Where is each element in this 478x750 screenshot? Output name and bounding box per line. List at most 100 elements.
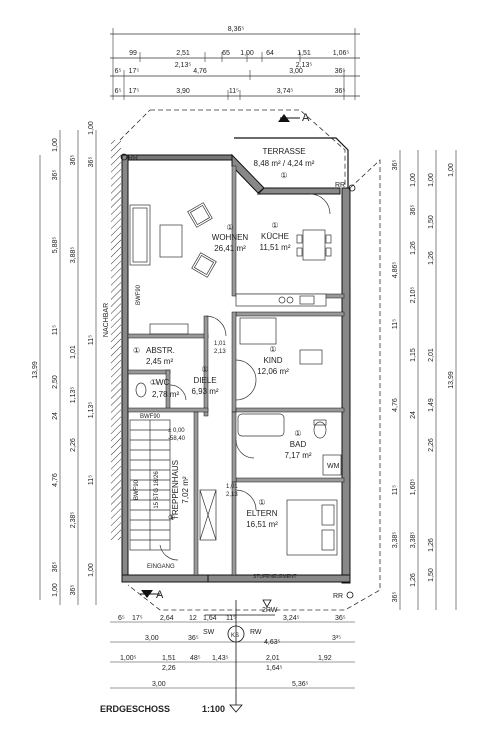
door-type-label: BWF90: [140, 414, 161, 420]
dim-top: 64: [266, 50, 274, 57]
dim-left-total: 13,99: [32, 361, 39, 379]
room-number: ①: [280, 171, 287, 180]
left-dimensions: [39, 130, 97, 605]
dim-right: 1,15: [410, 348, 417, 362]
dim-left: 36⁵: [52, 170, 59, 181]
dim-bottom: 1,92: [318, 655, 332, 662]
dim-right: 36⁵: [392, 592, 399, 603]
shelf-icon: [149, 323, 189, 335]
door-swing: [235, 359, 257, 401]
room-area: 2,78 m²: [152, 390, 179, 399]
dim-top: 17⁵: [129, 68, 140, 75]
room-number: ①: [258, 498, 265, 507]
dim-right: 1,49: [428, 398, 435, 412]
dim-left: 1,00: [88, 563, 95, 577]
dim-bottom: 1,51: [162, 655, 176, 662]
rw2-label: 2RW: [262, 607, 278, 614]
bed-icon: [239, 317, 277, 345]
room-name: ABSTR.: [146, 346, 175, 355]
dim-right-total: 13,99: [448, 371, 455, 389]
room-area: 12,06 m²: [257, 367, 289, 376]
dim-bottom: 1,64: [203, 615, 217, 622]
sofa-icon: [129, 204, 151, 266]
dim-right: 36⁵: [410, 205, 417, 216]
armchair-icon: [187, 202, 213, 228]
staircase-icon: [129, 419, 171, 551]
dim-right: 1,26: [428, 251, 435, 265]
room-area: 7,02 m²: [181, 476, 190, 503]
dim-bottom: 2,64: [160, 615, 174, 622]
dim-right: 24: [410, 411, 417, 419]
toilet-icon: [135, 382, 147, 398]
dim-left: 4,76: [52, 473, 59, 487]
room-eltern: ① ELTERN 16,51 m²: [246, 498, 278, 529]
dim-top: 99: [129, 50, 137, 57]
dim-top: 3,74⁵: [277, 88, 294, 95]
room-number: ①: [201, 365, 208, 374]
room-number: ①: [226, 223, 233, 232]
kitchen-counter-icon: [235, 293, 327, 307]
dim-bottom: 11⁵: [226, 615, 236, 622]
room-abstr: ① ABSTR. 2,45 m²: [133, 346, 175, 366]
room-number: ①: [133, 346, 140, 355]
room-name: DIELE: [193, 376, 216, 385]
dim-left: 24: [52, 412, 59, 420]
dim-top: 3,90: [176, 88, 190, 95]
room-name: TREPPENHAUS: [171, 460, 180, 520]
dim-left: 2,38⁵: [70, 512, 77, 529]
dim-top: 65: [222, 50, 230, 57]
level-label: ± 0,00: [168, 428, 185, 434]
level-label: -58,40: [168, 436, 186, 442]
section-marker-bottom: [140, 590, 160, 598]
dim-right: 4,86⁵: [392, 262, 399, 279]
dim-bottom: 5,36⁵: [292, 681, 309, 688]
armchair-icon: [191, 252, 217, 278]
bottom-dimensions: [110, 621, 355, 689]
section-label-bottom: A: [156, 589, 164, 601]
rr-label: RR: [335, 182, 345, 189]
door-swing: [309, 193, 331, 215]
room-terrasse: TERRASSE 8,48 m² / 4,24 m² ①: [254, 147, 315, 180]
double-bed-icon: [286, 499, 338, 556]
dim-bottom: 3,00: [152, 681, 166, 688]
dim-left: 1,13⁵: [70, 387, 77, 404]
dim-top: 2,13⁵: [296, 62, 313, 69]
entrance-label: EINGANG: [147, 564, 175, 570]
neighbor-wall: [111, 140, 121, 540]
dim-left: 36⁵: [70, 155, 77, 166]
dim-left: 1,00: [88, 121, 95, 135]
door-swing: [169, 384, 187, 401]
dim-right: 3,38⁵: [410, 532, 417, 549]
room-number: ①: [271, 221, 278, 230]
room-bad: ① BAD 7,17 m²: [284, 429, 311, 460]
room-area: 16,51 m²: [246, 520, 278, 529]
washing-machine-icon: [322, 454, 342, 476]
top-dimensions: [110, 28, 360, 100]
room-number: ①: [168, 513, 175, 522]
dim-bottom: 48⁵: [190, 655, 201, 662]
door-swing: [235, 439, 255, 459]
terrace-rail: [234, 137, 349, 188]
coffee-table-icon: [159, 224, 183, 258]
rain-pipe-icon: [120, 153, 128, 161]
room-area: 6,93 m²: [191, 387, 218, 396]
room-name: WC: [156, 378, 170, 387]
section-marker-top: [278, 114, 300, 122]
door-dim: 2,13: [226, 492, 238, 498]
door-swing: [235, 489, 257, 511]
stair-steps-label: 15 STG 18/26: [154, 471, 160, 509]
dim-top-total: 8,36⁵: [228, 26, 245, 33]
neighbor-label: NACHBAR: [103, 303, 110, 337]
room-area: 8,48 m² / 4,24 m²: [254, 159, 315, 168]
dim-top: 2,13⁵: [175, 62, 192, 69]
door-swing: [159, 544, 179, 561]
door-type-label: BWF90: [134, 479, 140, 500]
door-dim: 2,13: [214, 349, 226, 355]
dim-right: 2,01: [428, 348, 435, 362]
dim-bottom: 3³⁵: [332, 635, 341, 642]
terrace-outline: [119, 109, 381, 611]
plan-title: ERDGESCHOSS: [100, 704, 170, 714]
dim-left: 1,00: [52, 583, 59, 597]
dining-table-icon: [302, 229, 326, 261]
